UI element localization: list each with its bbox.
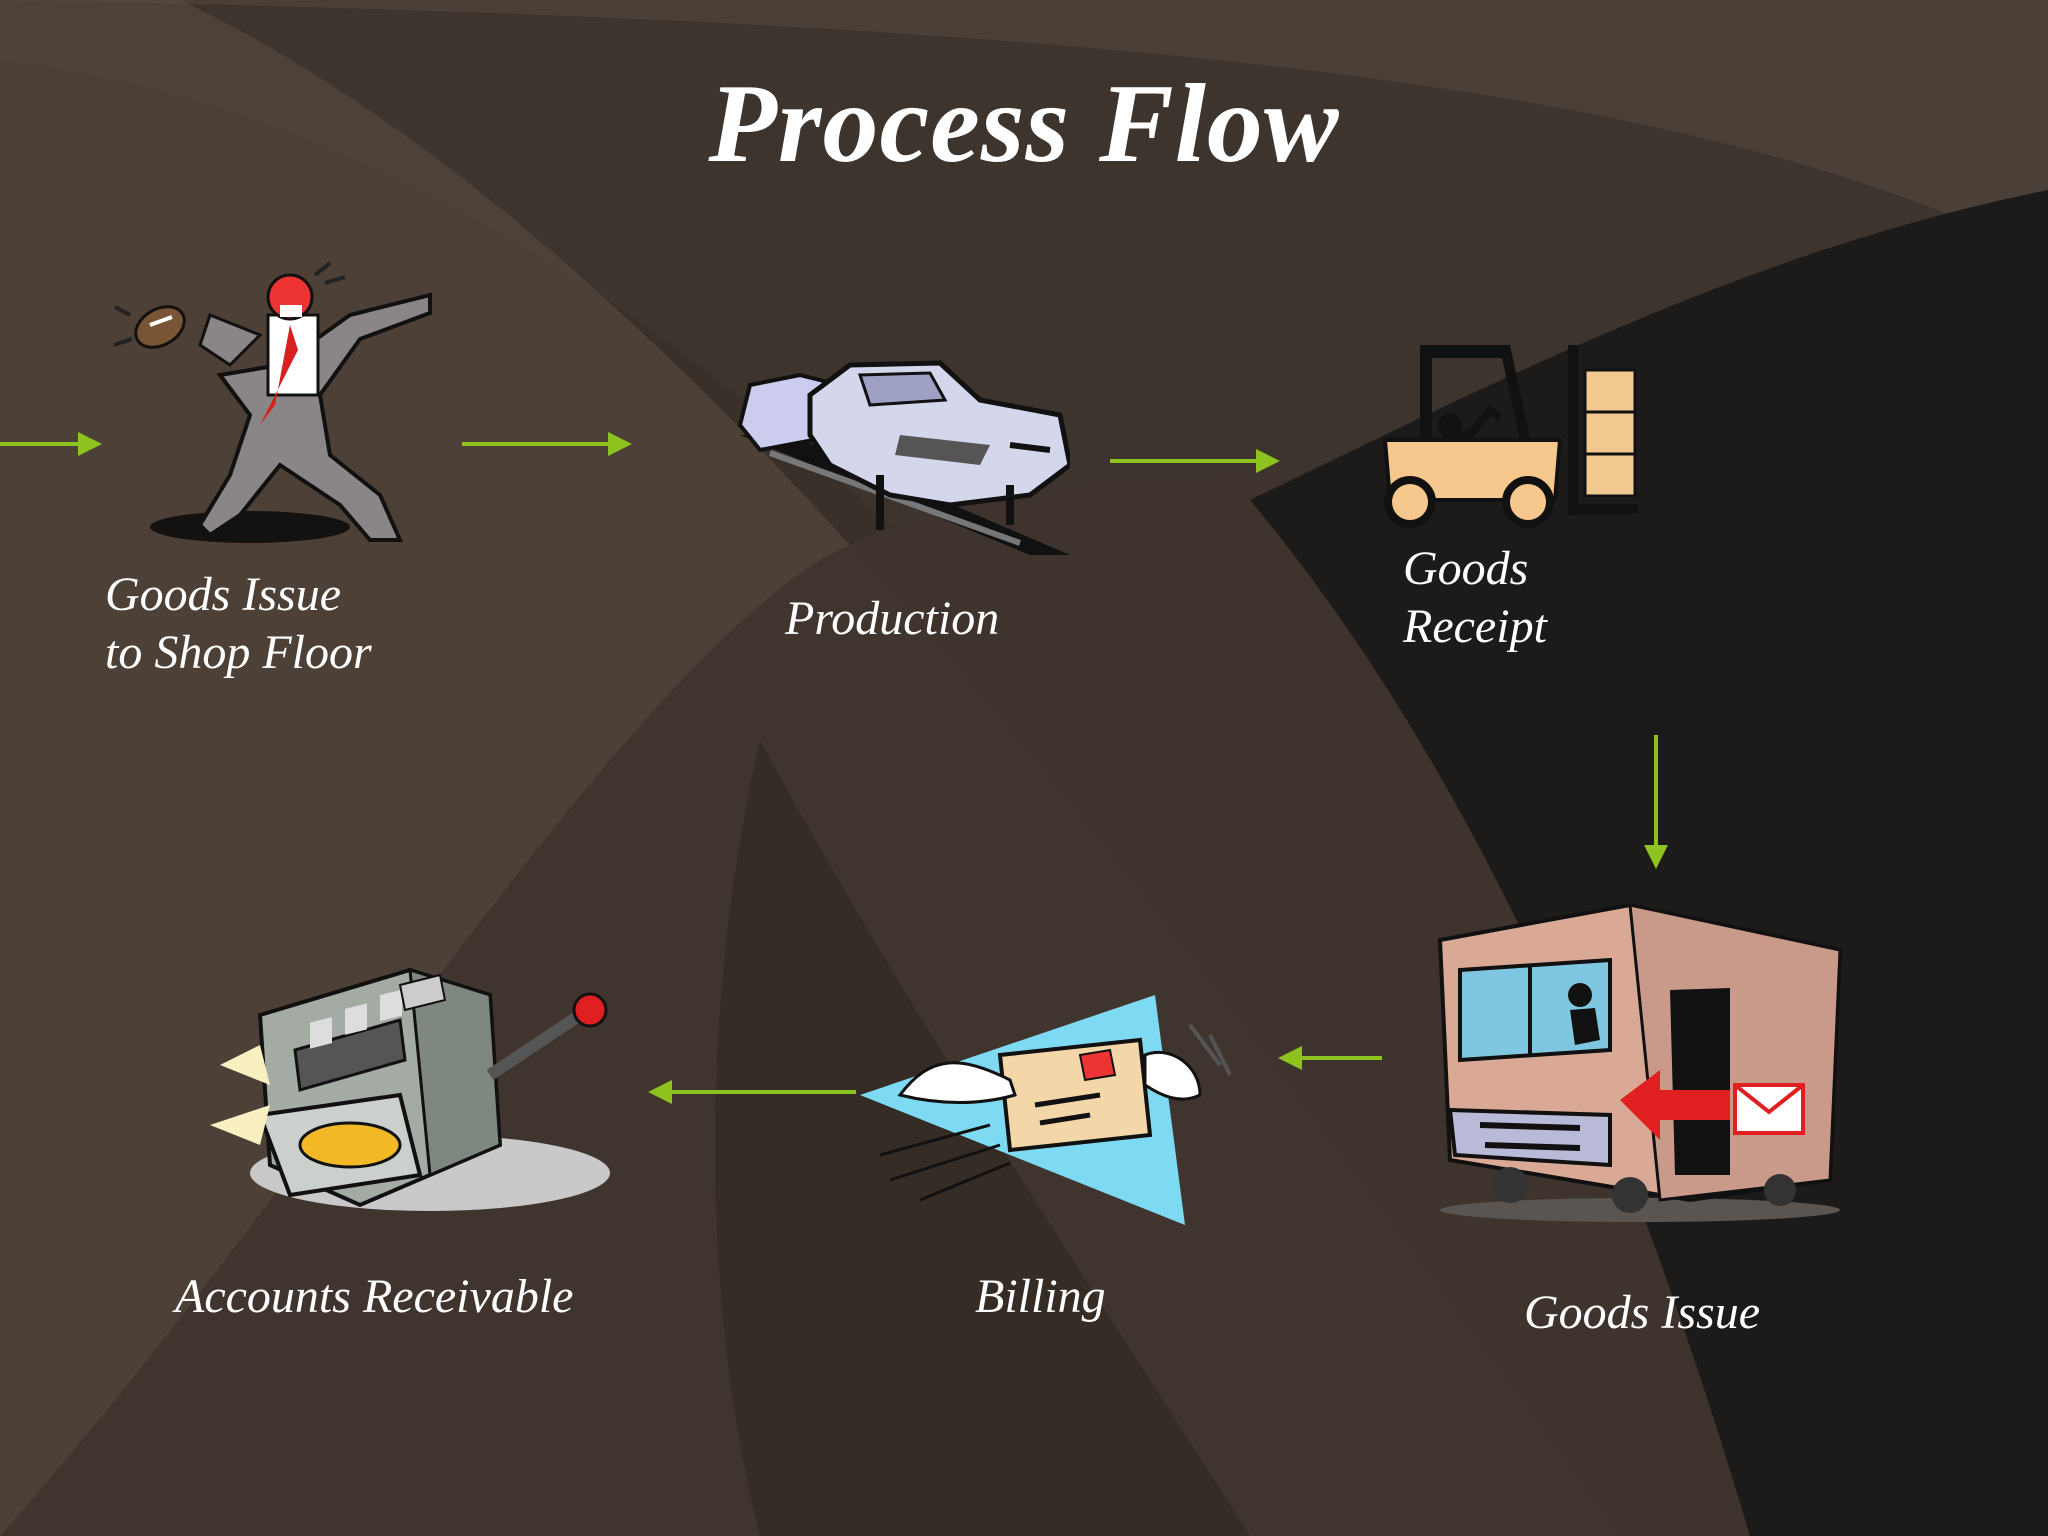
step-label-goods-issue: Goods Issue [1524, 1286, 1760, 1339]
delivery-truck-icon [1437, 902, 1843, 1222]
flying-envelope-icon [860, 995, 1232, 1225]
step-label-billing: Billing [975, 1270, 1106, 1323]
step-label-production: Production [785, 592, 1000, 645]
step-label-accounts-receivable: Accounts Receivable [175, 1270, 574, 1323]
car-assembly-line-icon [737, 360, 1070, 555]
forklift-icon [1382, 345, 1638, 528]
step-label-goods-receipt: Goods Receipt [1403, 542, 1547, 653]
football-thrower-clipart-icon [113, 261, 432, 543]
step-label-goods-issue-shop-floor: Goods Issue to Shop Floor [105, 568, 372, 679]
slide-title: Process Flow [708, 62, 1340, 186]
slot-machine-icon [210, 967, 610, 1211]
